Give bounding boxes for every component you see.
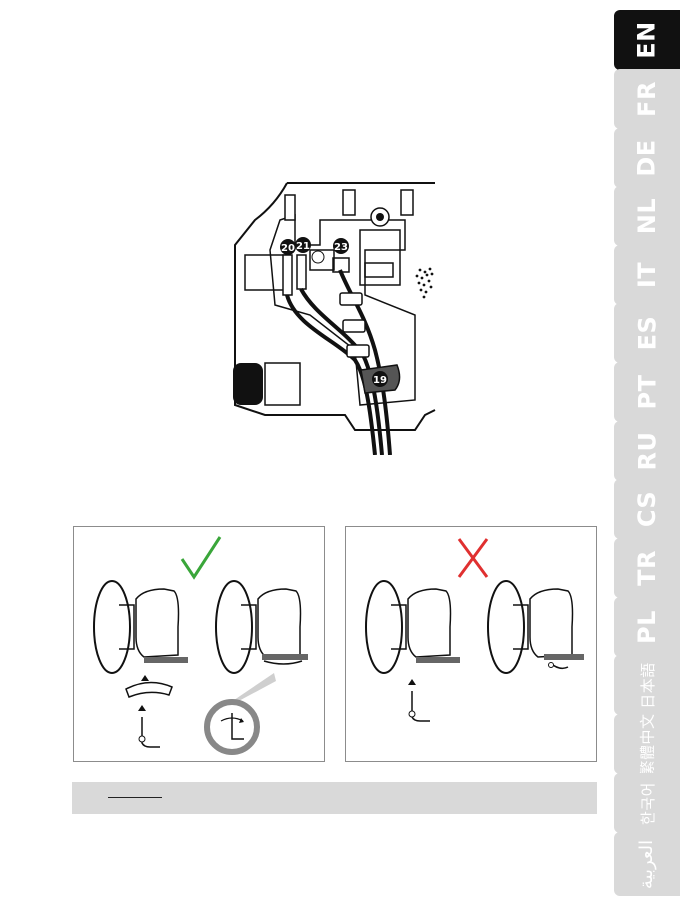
correct-mounting-panel — [73, 526, 325, 762]
callout-21-text: 21 — [296, 241, 310, 252]
tab-label: PT — [633, 375, 661, 410]
tab-label: 한국어 — [637, 782, 658, 825]
callout-23: 23 — [333, 238, 349, 254]
tab-it[interactable]: IT — [614, 245, 680, 305]
check-icon — [182, 537, 220, 577]
tab-zh[interactable]: 繁體中文 — [614, 714, 680, 774]
tab-label: TR — [633, 550, 661, 586]
tab-label: PL — [633, 610, 661, 644]
tab-label: RU — [633, 432, 661, 471]
tab-de[interactable]: DE — [614, 128, 680, 188]
tab-label: 日本語 — [636, 662, 657, 709]
connection-figure: 20 21 23 19 — [225, 175, 440, 455]
wheel-base-illustration — [216, 581, 308, 673]
tab-label: IT — [633, 262, 661, 288]
tab-ru[interactable]: RU — [614, 421, 680, 481]
tab-ja[interactable]: 日本語 — [614, 655, 680, 715]
wheel-base-illustration — [488, 581, 584, 673]
arrow-up-icon — [141, 675, 149, 681]
arrow-up-icon — [408, 679, 416, 685]
tab-es[interactable]: ES — [614, 303, 680, 363]
tab-label: EN — [633, 21, 661, 58]
tab-ar[interactable]: العربية — [614, 832, 680, 896]
tab-ko[interactable]: 한국어 — [614, 773, 680, 833]
language-tabs: EN FR DE NL IT ES PT RU CS TR PL 日本語 繁體中… — [614, 0, 680, 907]
tab-label: العربية — [636, 839, 657, 888]
callout-23-text: 23 — [334, 242, 348, 253]
tab-tr[interactable]: TR — [614, 538, 680, 598]
wheel-base-illustration — [94, 581, 188, 673]
tab-fr[interactable]: FR — [614, 69, 680, 129]
cross-icon — [459, 539, 487, 577]
wheel-base-illustration — [366, 581, 460, 673]
tab-label: CS — [633, 491, 661, 527]
tab-label: DE — [633, 139, 661, 176]
note-underline — [108, 797, 162, 798]
note-bar — [72, 782, 597, 814]
tab-pl[interactable]: PL — [614, 597, 680, 657]
tab-cs[interactable]: CS — [614, 479, 680, 539]
callout-21: 21 — [295, 237, 311, 253]
callout-19-text: 19 — [373, 375, 387, 386]
tab-en[interactable]: EN — [614, 10, 680, 70]
incorrect-mounting-panel — [345, 526, 597, 762]
tab-label: 繁體中文 — [636, 713, 657, 775]
tab-label: ES — [633, 316, 661, 351]
tab-nl[interactable]: NL — [614, 186, 680, 246]
callout-19: 19 — [372, 371, 388, 387]
callout-20: 20 — [280, 239, 296, 255]
magnifier-detail — [207, 673, 276, 752]
callout-20-text: 20 — [281, 243, 295, 254]
tab-label: NL — [633, 198, 661, 234]
arrow-up-icon — [138, 705, 146, 711]
tab-pt[interactable]: PT — [614, 362, 680, 422]
tab-label: FR — [633, 81, 661, 117]
